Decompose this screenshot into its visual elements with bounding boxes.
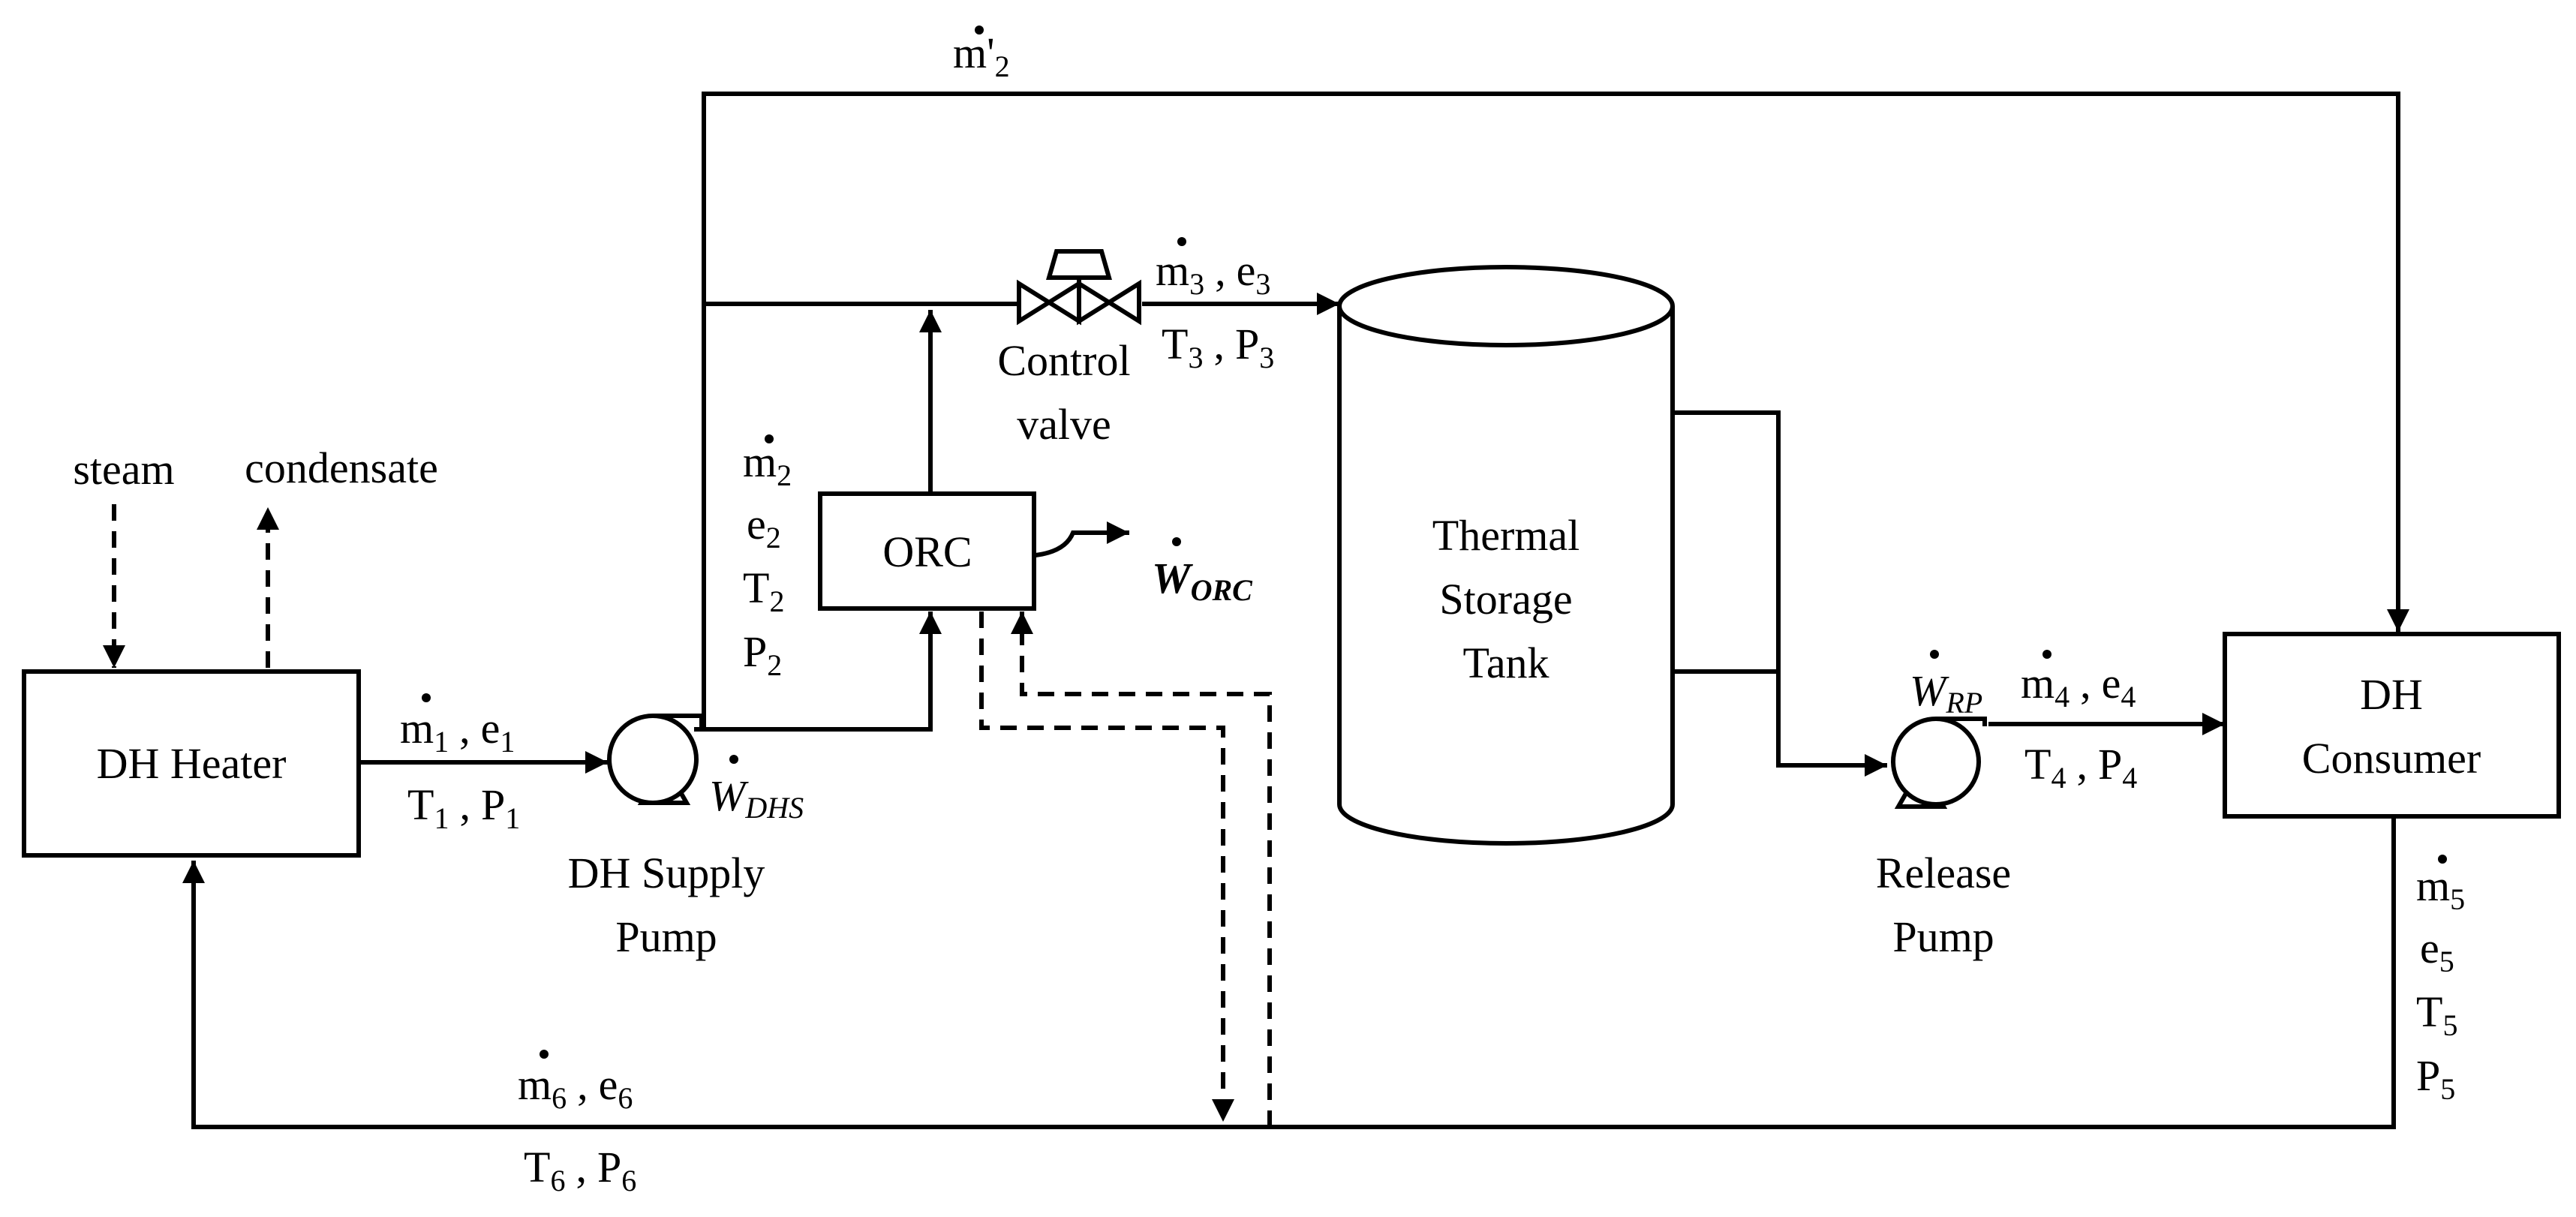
svg-text:m3,e3: m3,e3	[1156, 246, 1270, 301]
tank-label-line-1: Thermal	[1432, 511, 1580, 560]
dh-heater-label: DH Heater	[97, 739, 287, 788]
svg-text:P2: P2	[743, 627, 782, 682]
thermal-storage-tank	[1337, 265, 1675, 846]
svg-text:m2: m2	[743, 437, 792, 492]
svg-text:T4,P4: T4,P4	[2024, 740, 2137, 795]
svg-text:T2: T2	[743, 563, 784, 618]
piping	[182, 92, 2409, 1129]
orc-label: ORC	[882, 527, 972, 576]
control-valve-icon	[1017, 249, 1141, 326]
svg-text:e2: e2	[747, 500, 781, 554]
svg-text:T6,P6: T6,P6	[524, 1143, 636, 1197]
tank-label-line-2: Storage	[1439, 575, 1572, 624]
control-valve-label-line-2: valve	[1017, 400, 1111, 449]
state-2-labels: m2 e2 T2 P2	[743, 434, 792, 682]
svg-text:P5: P5	[2416, 1051, 2455, 1106]
dh-supply-pump-label-line-1: DH Supply	[568, 849, 765, 897]
arrow-orc-work	[1035, 521, 1129, 557]
dh-supply-pump-icon	[607, 714, 704, 805]
tank-body	[1337, 306, 1675, 846]
state-2-prime-label: m'2	[953, 26, 1010, 83]
release-pump-label-line-1: Release	[1876, 849, 2011, 897]
release-pump-label-line-2: Pump	[1892, 912, 1994, 961]
dh-consumer-box	[2223, 632, 2561, 819]
release-pump-icon	[1891, 717, 1987, 809]
svg-text:WORC: WORC	[1152, 554, 1253, 607]
pipe-return-consumer-to-heater	[182, 818, 2396, 1129]
control-valve-label-line-1: Control	[997, 336, 1130, 385]
svg-text:m4,e4: m4,e4	[2021, 659, 2136, 714]
tank-top	[1337, 265, 1675, 347]
state-3-labels: m3,e3 T3,P3	[1156, 237, 1274, 374]
svg-text:WDHS: WDHS	[709, 771, 804, 825]
svg-text:m1,e1: m1,e1	[400, 704, 515, 759]
w-orc-label: WORC	[1152, 537, 1253, 607]
svg-text:m6,e6: m6,e6	[518, 1060, 633, 1115]
dh-consumer-label-line-2: Consumer	[2302, 734, 2481, 783]
w-rp-label: WRP	[1910, 650, 1982, 720]
state-6-labels: m6,e6 T6,P6	[518, 1050, 636, 1197]
pipe-tank-side-loop	[1673, 410, 1781, 674]
dh-consumer-label-line-1: DH	[2360, 670, 2423, 719]
orc-box	[818, 491, 1036, 611]
state-1-labels: m1,e1 T1,P1	[400, 693, 520, 835]
dashed-lines	[103, 504, 1272, 1127]
svg-text:T1,P1: T1,P1	[407, 780, 520, 835]
svg-text:e5: e5	[2420, 924, 2454, 978]
dh-supply-pump-label-line-2: Pump	[615, 912, 717, 961]
steam-label: steam	[73, 445, 174, 494]
tank-label-line-3: Tank	[1462, 639, 1549, 687]
svg-text:WRP: WRP	[1910, 666, 1982, 720]
orc-to-return-line	[979, 612, 1234, 1122]
svg-text:T5: T5	[2416, 987, 2457, 1042]
dh-heater-box	[22, 669, 361, 858]
pipe-pump-to-orc	[694, 612, 942, 732]
w-dhs-label: WDHS	[709, 755, 804, 825]
return-to-orc-line	[1011, 612, 1272, 1127]
state-4-labels: m4,e4 T4,P4	[2021, 650, 2137, 795]
state-5-labels: m5 e5 T5 P5	[2416, 855, 2465, 1106]
condensate-label: condensate	[245, 443, 438, 492]
svg-text:T3,P3: T3,P3	[1162, 320, 1274, 374]
svg-text:m5: m5	[2416, 861, 2465, 916]
svg-text:m'2: m'2	[953, 29, 1010, 83]
pipe-tank-to-release-pump	[1776, 672, 1887, 777]
